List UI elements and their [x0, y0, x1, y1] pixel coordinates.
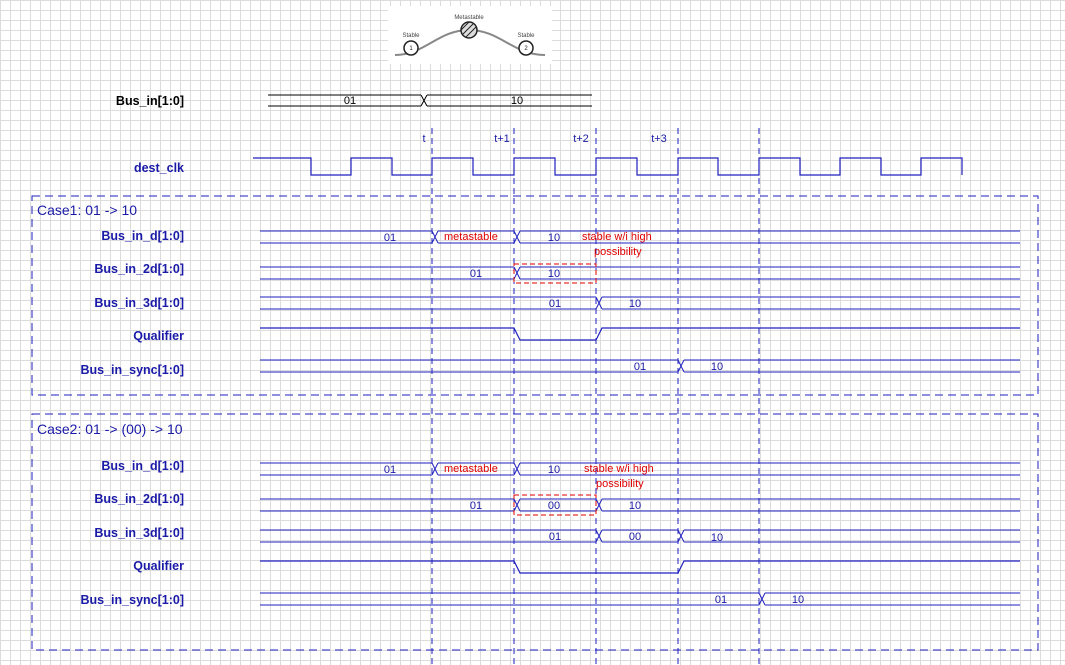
bus-in-value-1: 01: [344, 95, 356, 107]
case2-qualifier-waveform: [260, 560, 1020, 574]
case2-title: Case2: 01 -> (00) -> 10: [37, 421, 183, 437]
case1-bus-in-3d-waveform: [260, 296, 1020, 310]
metastable-caption: Metastable: [454, 15, 484, 21]
case1-bus-in-sync-value-1: 01: [634, 361, 646, 373]
case2-bus-in-d-value-3: 10: [548, 464, 560, 476]
case1-note-line-2: possibility: [594, 246, 642, 258]
case1-bus-in-sync-label: Bus_in_sync[1:0]: [80, 363, 184, 377]
dest-clk-signal: dest_clk: [134, 157, 963, 176]
case2-bus-in-sync-label: Bus_in_sync[1:0]: [80, 593, 184, 607]
case1-bus-in-2d-value-1: 01: [470, 268, 482, 280]
case2-uncertain-box: [513, 494, 597, 516]
stable-ball-1-number: 1: [409, 46, 413, 52]
case1-bus-in-d-value-3: 10: [548, 232, 560, 244]
case2-bus-in-2d-waveform: [260, 498, 1020, 512]
case2-group: Case2: 01 -> (00) -> 10 Bus_in_d[1:0] 01…: [31, 413, 1039, 651]
case1-qualifier-waveform: [260, 327, 1020, 341]
case1-bus-in-d-waveform: [260, 230, 1020, 244]
stable-ball-1: [403, 40, 419, 56]
edge-markers: [431, 128, 760, 665]
case1-title: Case1: 01 -> 10: [37, 202, 137, 218]
case2-qualifier-label: Qualifier: [133, 559, 184, 573]
case2-box: [31, 413, 1039, 651]
stable-caption-1: Stable: [402, 33, 420, 39]
case2-bus-in-3d-waveform: [260, 529, 1020, 543]
bus-in-value-2: 10: [511, 95, 523, 107]
case2-bus-in-sync-value-2: 10: [792, 594, 804, 606]
case2-bus-in-d-metastable: metastable: [444, 463, 498, 475]
case2-bus-in-3d-value-1: 01: [549, 531, 561, 543]
stable-caption-2: Stable: [517, 33, 535, 39]
case2-bus-in-3d-label: Bus_in_3d[1:0]: [94, 526, 184, 540]
case1-bus-in-3d-value-1: 01: [549, 298, 561, 310]
case1-bus-in-2d-label: Bus_in_2d[1:0]: [94, 262, 184, 276]
case1-bus-in-d-value-1: 01: [384, 232, 396, 244]
case2-bus-in-sync-value-1: 01: [715, 594, 727, 606]
edge-label-t: t: [422, 133, 425, 145]
case2-bus-in-sync-waveform: [260, 592, 1020, 606]
case2-bus-in-d-label: Bus_in_d[1:0]: [101, 459, 184, 473]
case1-box: [31, 195, 1039, 396]
stable-ball-2-number: 2: [524, 46, 528, 52]
case2-bus-in-3d-value-2: 00: [629, 531, 641, 543]
edge-label-t1: t+1: [494, 133, 510, 145]
case1-bus-in-3d-value-2: 10: [629, 298, 641, 310]
case2-bus-in-2d-value-1: 01: [470, 500, 482, 512]
case2-bus-in-2d-label: Bus_in_2d[1:0]: [94, 492, 184, 506]
case1-bus-in-2d-value-2: 10: [548, 268, 560, 280]
case2-note-line-1: stable w/i high: [584, 463, 654, 475]
case1-note-line-1: stable w/i high: [582, 231, 652, 243]
case2-bus-in-d-waveform: [260, 462, 1020, 476]
case1-qualifier-label: Qualifier: [133, 329, 184, 343]
case1-uncertain-box: [513, 263, 597, 284]
dest-clk-waveform: [253, 157, 963, 176]
dest-clk-label: dest_clk: [134, 161, 184, 175]
case2-bus-in-2d-value-3: 10: [629, 500, 641, 512]
case1-group: Case1: 01 -> 10 Bus_in_d[1:0] 01 metasta…: [31, 195, 1039, 396]
edge-labels: t t+1 t+2 t+3: [422, 133, 666, 145]
case1-bus-in-sync-waveform: [260, 359, 1020, 373]
bus-in-signal: Bus_in[1:0] 01 10: [116, 94, 592, 108]
case2-bus-in-3d-value-3: 10: [711, 532, 723, 544]
bus-in-label: Bus_in[1:0]: [116, 94, 184, 108]
case1-bus-in-d-label: Bus_in_d[1:0]: [101, 229, 184, 243]
metastability-illustration: 1 2 Metastable Stable Stable: [388, 6, 552, 64]
case1-bus-in-sync-value-2: 10: [711, 361, 723, 373]
metastable-ball: [460, 21, 478, 39]
case2-note-line-2: possibility: [596, 478, 644, 490]
stable-ball-2: [518, 40, 534, 56]
case2-bus-in-d-value-1: 01: [384, 464, 396, 476]
case1-bus-in-2d-waveform: [260, 266, 1020, 280]
case1-bus-in-3d-label: Bus_in_3d[1:0]: [94, 296, 184, 310]
case2-bus-in-2d-value-2: 00: [548, 500, 560, 512]
edge-label-t3: t+3: [651, 133, 667, 145]
edge-label-t2: t+2: [573, 133, 589, 145]
case1-bus-in-d-metastable: metastable: [444, 231, 498, 243]
